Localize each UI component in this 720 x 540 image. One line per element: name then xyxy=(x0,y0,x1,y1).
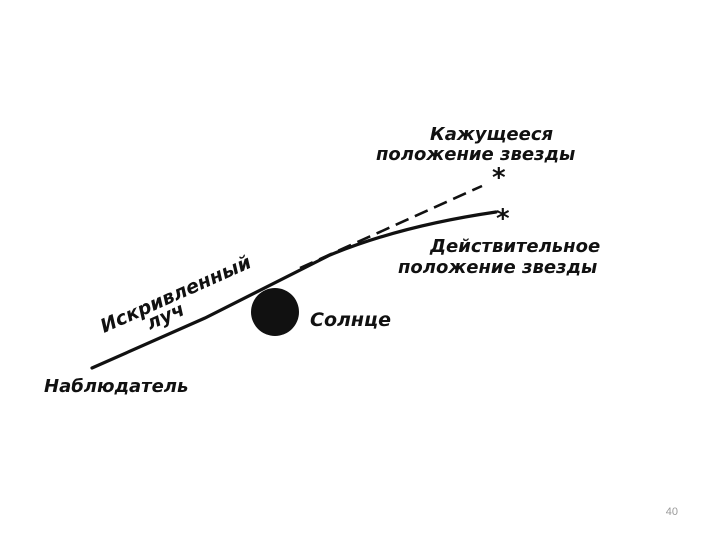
sun-label: Солнце xyxy=(310,309,391,331)
actual-star-marker: * xyxy=(496,204,510,234)
observer-label: Наблюдатель xyxy=(44,376,188,397)
actual-position-label-line2: положение звезды xyxy=(398,257,597,278)
apparent-star-marker: * xyxy=(492,163,506,193)
apparent-position-label-line2: положение звезды xyxy=(376,144,575,165)
actual-position-label-line1: Действительное xyxy=(429,236,600,257)
sun-disk xyxy=(251,288,299,336)
apparent-position-label-line1: Кажущееся xyxy=(430,124,553,145)
curved-ray-label-line1: Искривленный xyxy=(97,251,254,337)
page-number: 40 xyxy=(665,506,678,518)
apparent-line-of-sight xyxy=(299,184,483,270)
